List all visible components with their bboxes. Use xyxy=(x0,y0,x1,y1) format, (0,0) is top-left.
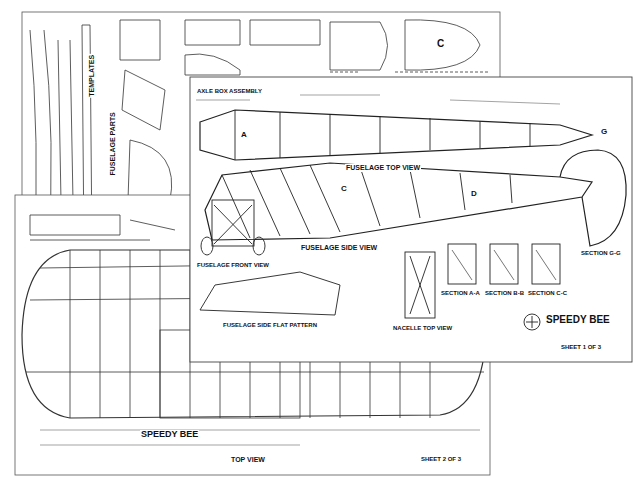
section-marker: A xyxy=(240,131,248,140)
sheet-number: SHEET 2 OF 3 xyxy=(420,456,462,463)
plan-title: SPEEDY BEE xyxy=(140,430,199,440)
view-title: FUSELAGE TOP VIEW xyxy=(345,164,421,172)
section-marker: G xyxy=(600,128,608,137)
sheet-number: SHEET 1 OF 3 xyxy=(560,344,602,351)
section-title: SECTION C-C xyxy=(527,290,568,297)
view-title: TOP VIEW xyxy=(230,456,266,464)
plan-title: SPEEDY BEE xyxy=(545,314,611,325)
section-title: SECTION G-G xyxy=(580,250,622,257)
sheet-label: FUSELAGE PARTS xyxy=(109,111,117,176)
sheet-label: TEMPLATES xyxy=(88,54,96,98)
view-title: FUSELAGE SIDE VIEW xyxy=(300,244,378,252)
view-title: AXLE BOX ASSEMBLY xyxy=(196,88,263,95)
section-marker: C xyxy=(340,185,348,194)
view-title: FUSELAGE FRONT VIEW xyxy=(196,262,270,269)
section-title: SECTION B-B xyxy=(484,290,525,297)
view-title: FUSELAGE SIDE FLAT PATTERN xyxy=(222,322,318,329)
section-marker: D xyxy=(470,190,478,199)
part-letter: C xyxy=(436,38,445,49)
view-title: NACELLE TOP VIEW xyxy=(392,325,453,332)
section-title: SECTION A-A xyxy=(440,290,481,297)
